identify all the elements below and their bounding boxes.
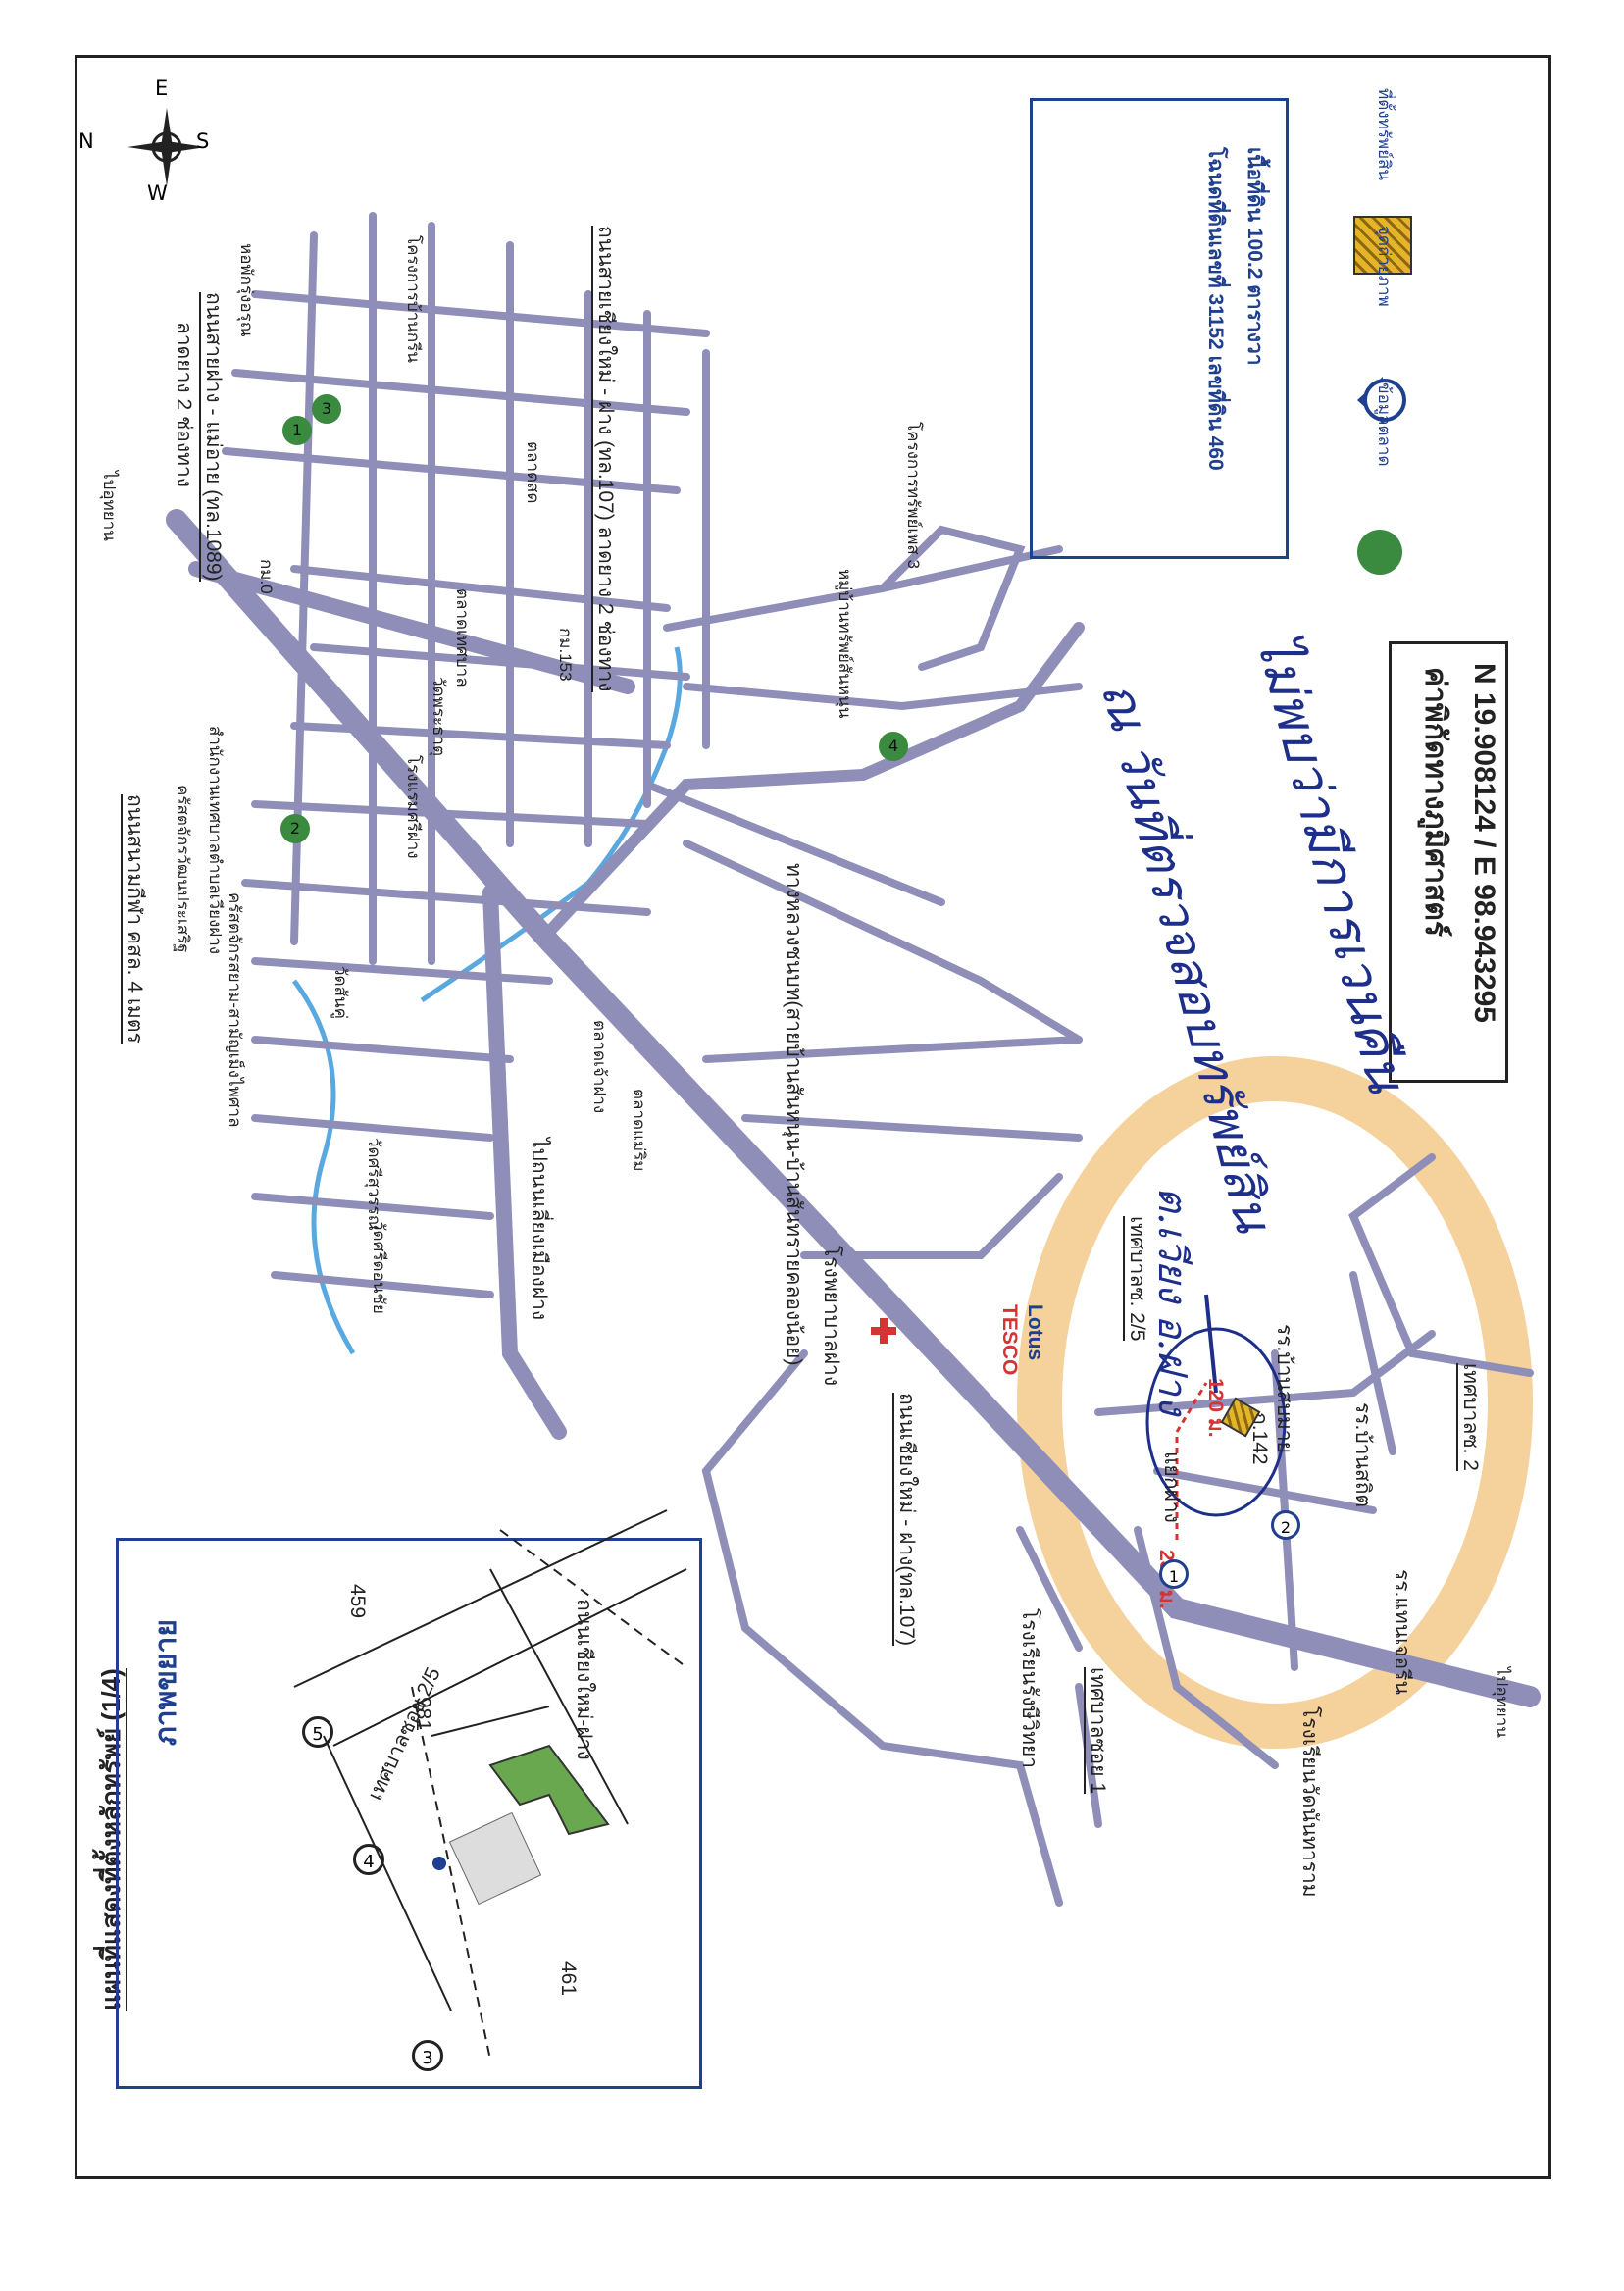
- hand-arrow: [1204, 1294, 1218, 1394]
- hatched-square-icon: [1353, 216, 1412, 275]
- tesco-line-1: TESCO: [998, 1304, 1021, 1376]
- green-dot-icon: [1357, 530, 1402, 575]
- road-label-park-north: ไปอุทยาน: [100, 471, 119, 541]
- road-label-107: ถนนสายเชียงใหม่ - ฝาง (ทล.107) ลาดยาง 2 …: [591, 226, 617, 692]
- camera-point-2: 2: [1271, 1510, 1300, 1540]
- km-0: กม.0: [257, 559, 276, 594]
- compass-s: S: [196, 129, 210, 153]
- parcel-461: 461: [557, 1961, 580, 1997]
- road-label-soi2: เทศบาลซ. 2: [1456, 1363, 1482, 1471]
- place-fang-hospital: โรงพยาบาลฝาง: [820, 1246, 842, 1387]
- km-153: กม.153: [556, 628, 575, 682]
- distance-120: 120 ม.: [1204, 1378, 1227, 1438]
- place-fang-junction: แยกฝาง: [1160, 1451, 1183, 1523]
- market-point-4: 4: [879, 732, 908, 761]
- tesco-line-2: Lotus: [1024, 1304, 1046, 1361]
- info-box: [1030, 98, 1289, 559]
- road-label-rural: ทางหลวงชนบท(สายบ้านสันหนุน-บ้านสันทรายคล…: [783, 863, 805, 1366]
- road-label-soi1: เทศบาลซอย 1: [1084, 1667, 1109, 1795]
- coordinates-box: [1389, 641, 1508, 1083]
- road-label-sanamkila: ถนนสนามกีฬา คสล. 4 เมตร: [121, 794, 146, 1044]
- subject-circle: [1145, 1327, 1287, 1517]
- compass-icon: [118, 98, 216, 196]
- place-municipal-office: สำนักงานเทศบาลตำบลเวียงฝาง: [206, 726, 225, 955]
- place-village-sannun: หมู่บ้านทรัพย์สันหนุน: [836, 569, 854, 719]
- market-point-2: 2: [280, 814, 310, 843]
- place-rangsi-school: โรงเรียนรังษีวิทยา: [1018, 1608, 1040, 1769]
- place-dorm: หอพักรุ่งอรุณ: [237, 243, 256, 337]
- place-chaofang-market: ตลาดเจ้าฝาง: [590, 1020, 609, 1114]
- compass-w: W: [147, 181, 168, 205]
- road-label-park-south: ไปอุทยาน: [1493, 1667, 1511, 1738]
- camera-point-icon: [1353, 373, 1408, 428]
- road-label-soi25: เทศบาลซ. 2/5: [1123, 1216, 1148, 1342]
- place-wat-sridonchai: วัดศรีดอนชัย: [370, 1221, 388, 1314]
- compass-e: E: [155, 76, 169, 100]
- road-label-1089b: ลาดยาง 2 ช่องทาง: [173, 322, 195, 488]
- inset-marker-3: 3: [412, 2040, 443, 2071]
- road-label-1089: ถนนสายฝาง - แม่อาย (ทล.1089): [199, 292, 225, 582]
- place-tangerine-school: รร.แทนเจอรีน: [1391, 1569, 1413, 1695]
- road-label-bypass: ไปถนนเลี่ยงเมืองฝาง: [528, 1138, 550, 1321]
- place-project-phase3: โครงการทรัพย์เพส 3: [904, 422, 923, 569]
- parcel-459: 459: [346, 1584, 369, 1619]
- place-srifang-hotel: โรงแรมศรีฝาง: [404, 755, 423, 859]
- place-baansobmai-school: รร.บ้านสบมาย: [1273, 1324, 1295, 1453]
- distance-line-120: [1175, 1382, 1208, 1433]
- market-point-1: 1: [282, 416, 312, 445]
- inset-box: [116, 1538, 702, 2089]
- inset-marker-5: 5: [302, 1716, 333, 1748]
- subject-highlight-ring: [1017, 1056, 1533, 1749]
- place-municipal-market: ตลาดเทศบาล: [453, 588, 472, 687]
- place-wat-phrathat: วัดพระธาตุ: [430, 677, 448, 757]
- road-rural: [543, 622, 1085, 938]
- place-wat-sankhu: วัดสันคู่: [331, 966, 350, 1019]
- road-label-107-south: ถนนเชียงใหม่ - ฝาง(ทล.107): [892, 1393, 918, 1646]
- market-point-3: 3: [312, 394, 341, 424]
- place-church-1: ครัสตจักรวัฒนประเสริฐ: [174, 785, 192, 953]
- camera-point-1: 1: [1159, 1559, 1189, 1589]
- inset-road-label-2: ถนนเชียงใหม่-ฝาง: [573, 1599, 595, 1760]
- map-frame: [75, 55, 1551, 2179]
- road-sanamkila: [482, 885, 567, 1440]
- river: [291, 979, 356, 1355]
- place-church-2: ครัสตจักรสยาม-สามัญเม็งไพศาล: [226, 892, 244, 1128]
- place-fresh-market: ตลาดสด: [524, 441, 542, 504]
- inset-marker-4: 4: [353, 1844, 384, 1875]
- place-project-green: โครงการบ้านกรีน: [404, 235, 423, 363]
- place-nantaram-school: โรงเรียนวัดนันทาราม: [1298, 1706, 1321, 1898]
- place-baansathit-school: รร.บ้านสถิต: [1351, 1402, 1374, 1508]
- compass-n: N: [78, 129, 94, 153]
- place-wat-srisuwan: วัดศรีสุวรรณ: [365, 1138, 383, 1231]
- place-maerim-market: ตลาดแม่ริม: [630, 1089, 648, 1172]
- hospital-icon: [869, 1316, 898, 1346]
